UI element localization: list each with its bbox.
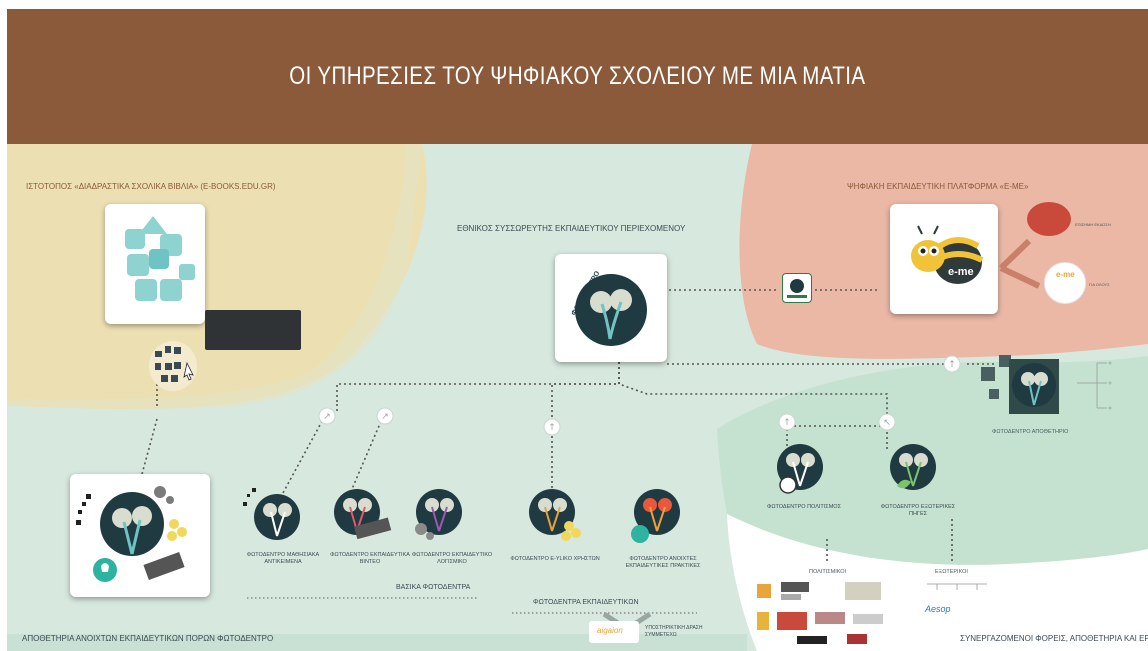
svg-text:↑: ↑ <box>948 360 956 370</box>
aggregator-card[interactable]: ΦΩΤΟΔΕΝΤΡΟ <box>555 254 667 362</box>
svg-text:↑: ↑ <box>783 418 791 428</box>
bottom-right-label: ΣΥΝΕΡΓΑΖΟΜΕΝΟΙ ΦΟΡΕΙΣ, ΑΠΟΘΕΤΗΡΙΑ ΚΑΙ ΕΡ… <box>960 634 1148 643</box>
eme-official-badge <box>1027 202 1071 236</box>
node-1 <box>243 488 300 540</box>
svg-text:↗: ↗ <box>323 412 331 422</box>
node-2 <box>334 489 392 540</box>
page-title: ΟΙ ΥΠΗΡΕΣΙΕΣ ΤΟΥ ΨΗΦΙΑΚΟΥ ΣΧΟΛΕΙΟΥ ΜΕ ΜΙ… <box>289 62 866 90</box>
svg-text:↑: ↑ <box>548 423 556 433</box>
cultural-partners-label: ΠΟΛΙΤΙΣΜΙΚΟΙ <box>809 569 847 575</box>
link-node-2 <box>351 411 386 490</box>
repository-icon <box>981 355 1059 414</box>
basic-group-label: ΒΑΣΙΚΑ ΦΩΤΟΔΕΝΤΡΑ <box>396 584 471 591</box>
arrow-badge-1 <box>318 407 336 425</box>
repository-card-logo <box>76 486 187 582</box>
eme-open-badge: e-me <box>1044 262 1086 304</box>
eme-badge-icon <box>787 279 807 298</box>
ebooks-card[interactable] <box>105 204 205 324</box>
eme-logo-text: e-me <box>948 266 974 278</box>
photodendro-nodes <box>243 444 936 543</box>
repository-list-icon <box>1077 361 1112 410</box>
support-label: ΥΠΟΣΤΗΡΙΚΤΙΚΗ ΔΡΑΣΗ ΣΥΜΜΕΤΕΧΩ <box>645 625 703 638</box>
svg-text:↖: ↖ <box>883 418 891 428</box>
eme-branches <box>999 238 1041 289</box>
arrow-badge-3 <box>543 418 561 436</box>
tools-cluster[interactable] <box>149 341 197 391</box>
title-banner: ΟΙ ΥΠΗΡΕΣΙΕΣ ΤΟΥ ΨΗΦΙΑΚΟΥ ΣΧΟΛΕΙΟΥ ΜΕ ΜΙ… <box>7 9 1148 144</box>
arrow-badge-6 <box>943 355 961 373</box>
eme-label: ΨΗΦΙΑΚΗ ΕΚΠΑΙΔΕΥΤΙΚΗ ΠΛΑΤΦΟΡΜΑ «E-ME» <box>847 182 1029 191</box>
bottom-strip <box>7 634 747 651</box>
node-5 <box>631 489 680 543</box>
repository-card[interactable] <box>70 474 210 597</box>
puzzle-logo-icon <box>125 216 195 301</box>
node-3 <box>415 489 462 540</box>
node-6 <box>777 444 823 494</box>
support-logo-text: aigaion <box>597 626 623 635</box>
eme-small-badge[interactable] <box>782 273 812 303</box>
node-7 <box>890 444 936 490</box>
partner-logos <box>757 582 987 644</box>
arrow-badge-4 <box>778 413 796 431</box>
ebooks-label: ΙΣΤΟΤΟΠΟΣ «ΔΙΑΔΡΑΣΤΙΚΑ ΣΧΟΛΙΚΑ ΒΙΒΛΙΑ» (… <box>26 182 276 191</box>
node-4 <box>529 489 581 541</box>
tools-tooltip <box>205 310 301 350</box>
node-1-label: ΦΩΤΟΔΕΝΤΡΟ ΜΑΘΗΣΙΑΚΑ ΑΝΤΙΚΕΙΜΕΝΑ <box>246 552 320 565</box>
bottom-left-label: ΑΠΟΘΕΤΗΡΙΑ ΑΝΟΙΧΤΩΝ ΕΚΠΑΙΔΕΥΤΙΚΩΝ ΠΟΡΩΝ … <box>22 634 274 643</box>
arrow-badge-2 <box>376 407 394 425</box>
node-5-label: ΦΩΤΟΔΕΝΤΡΟ ΑΝΟΙΧΤΕΣ ΕΚΠΑΙΔΕΥΤΙΚΕΣ ΠΡΑΚΤΙ… <box>625 556 701 569</box>
link-culture <box>618 362 888 419</box>
node-4-label: ΦΩΤΟΔΕΝΤΡΟ E-YLIKO ΧΡΗΣΤΩΝ <box>510 556 600 562</box>
aesop-logo: Aesop <box>925 604 951 614</box>
tools-icon <box>155 346 194 382</box>
eme-small-logo-text: e-me <box>1056 270 1075 279</box>
infographic: ΟΙ ΥΠΗΡΕΣΙΕΣ ΤΟΥ ΨΗΦΙΑΚΟΥ ΣΧΟΛΕΙΟΥ ΜΕ ΜΙ… <box>7 9 1148 651</box>
svg-text:↗: ↗ <box>381 412 389 422</box>
photodendro-logo <box>575 274 647 346</box>
services-map: ↗ ↗ ↑ ↑ ↖ ↑ ΙΣΤΟΤΟΠΟΣ «ΔΙΑΔΡΑΣΤΙΚΑ ΣΧΟΛΙΚΑ Β… <box>7 144 1148 651</box>
eme-official-label: ΕΠΙΣΗΜΗ ΕΚΔΟΣΗ <box>1075 222 1111 227</box>
node-3-label: ΦΩΤΟΔΕΝΤΡΟ ΕΚΠΑΙΔΕΥΤΙΚΟ ΛΟΓΙΣΜΙΚΟ <box>411 552 493 565</box>
eme-all-label: ΓΙΑ ΟΛΟΥΣ <box>1089 282 1110 287</box>
external-partners-label: ΕΞΩΤΕΡΙΚΟΙ <box>935 569 968 575</box>
bee-logo-icon <box>911 225 984 284</box>
node-7-label: ΦΩΤΟΔΕΝΤΡΟ ΕΞΩΤΕΡΙΚΕΣ ΠΗΓΕΣ <box>880 504 956 517</box>
connectors: ↗ ↗ ↑ ↑ ↖ ↑ <box>141 289 997 614</box>
eme-card[interactable]: e-me <box>890 204 998 314</box>
node-2-label: ΦΩΤΟΔΕΝΤΡΟ ΕΚΠΑΙΔΕΥΤΙΚΑ ΒΙΝΤΕΟ <box>330 552 410 565</box>
repository-label: ΦΩΤΟΔΕΝΤΡΟ ΑΠΟΘΕΤΗΡΙΟ <box>992 429 1069 435</box>
aggregator-label: ΕΘΝΙΚΟΣ ΣΥΣΣΩΡΕΥΤΗΣ ΕΚΠΑΙΔΕΥΤΙΚΟΥ ΠΕΡΙΕΧ… <box>457 224 686 233</box>
support-logo[interactable]: aigaion <box>589 621 639 643</box>
educators-group-label: ΦΩΤΟΔΕΝΤΡΑ ΕΚΠΑΙΔΕΥΤΙΚΩΝ <box>533 599 639 606</box>
node-6-label: ΦΩΤΟΔΕΝΤΡΟ ΠΟΛΙΤΙΣΜΟΣ <box>767 504 841 510</box>
arrow-badge-5 <box>878 413 896 431</box>
